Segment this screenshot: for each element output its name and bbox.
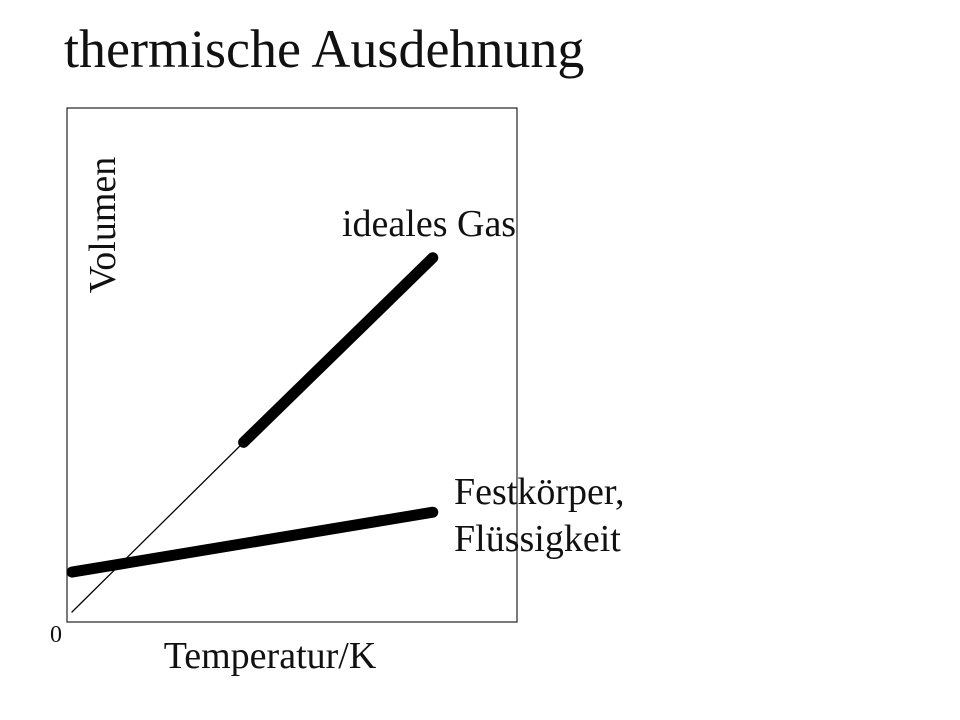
slide-title: thermische Ausdehnung: [64, 19, 585, 79]
series-ideal-gas-line: [238, 252, 439, 448]
origin-tick-label: 0: [50, 622, 62, 648]
series-ideal-gas-extrapolation: [71, 441, 245, 613]
series-label-solid-liquid-line-1: Festkörper,: [454, 471, 625, 513]
chart-marks: [66, 252, 439, 613]
x-axis-label: Temperatur/K: [164, 635, 377, 677]
plot-frame: [66, 107, 518, 623]
series-label-solid-liquid-line-2: Flüssigkeit: [454, 518, 621, 560]
y-axis-label: Volumen: [82, 157, 124, 294]
series-solid-liquid-line: [66, 506, 439, 578]
series-label-ideal-gas: ideales Gas: [342, 203, 516, 245]
